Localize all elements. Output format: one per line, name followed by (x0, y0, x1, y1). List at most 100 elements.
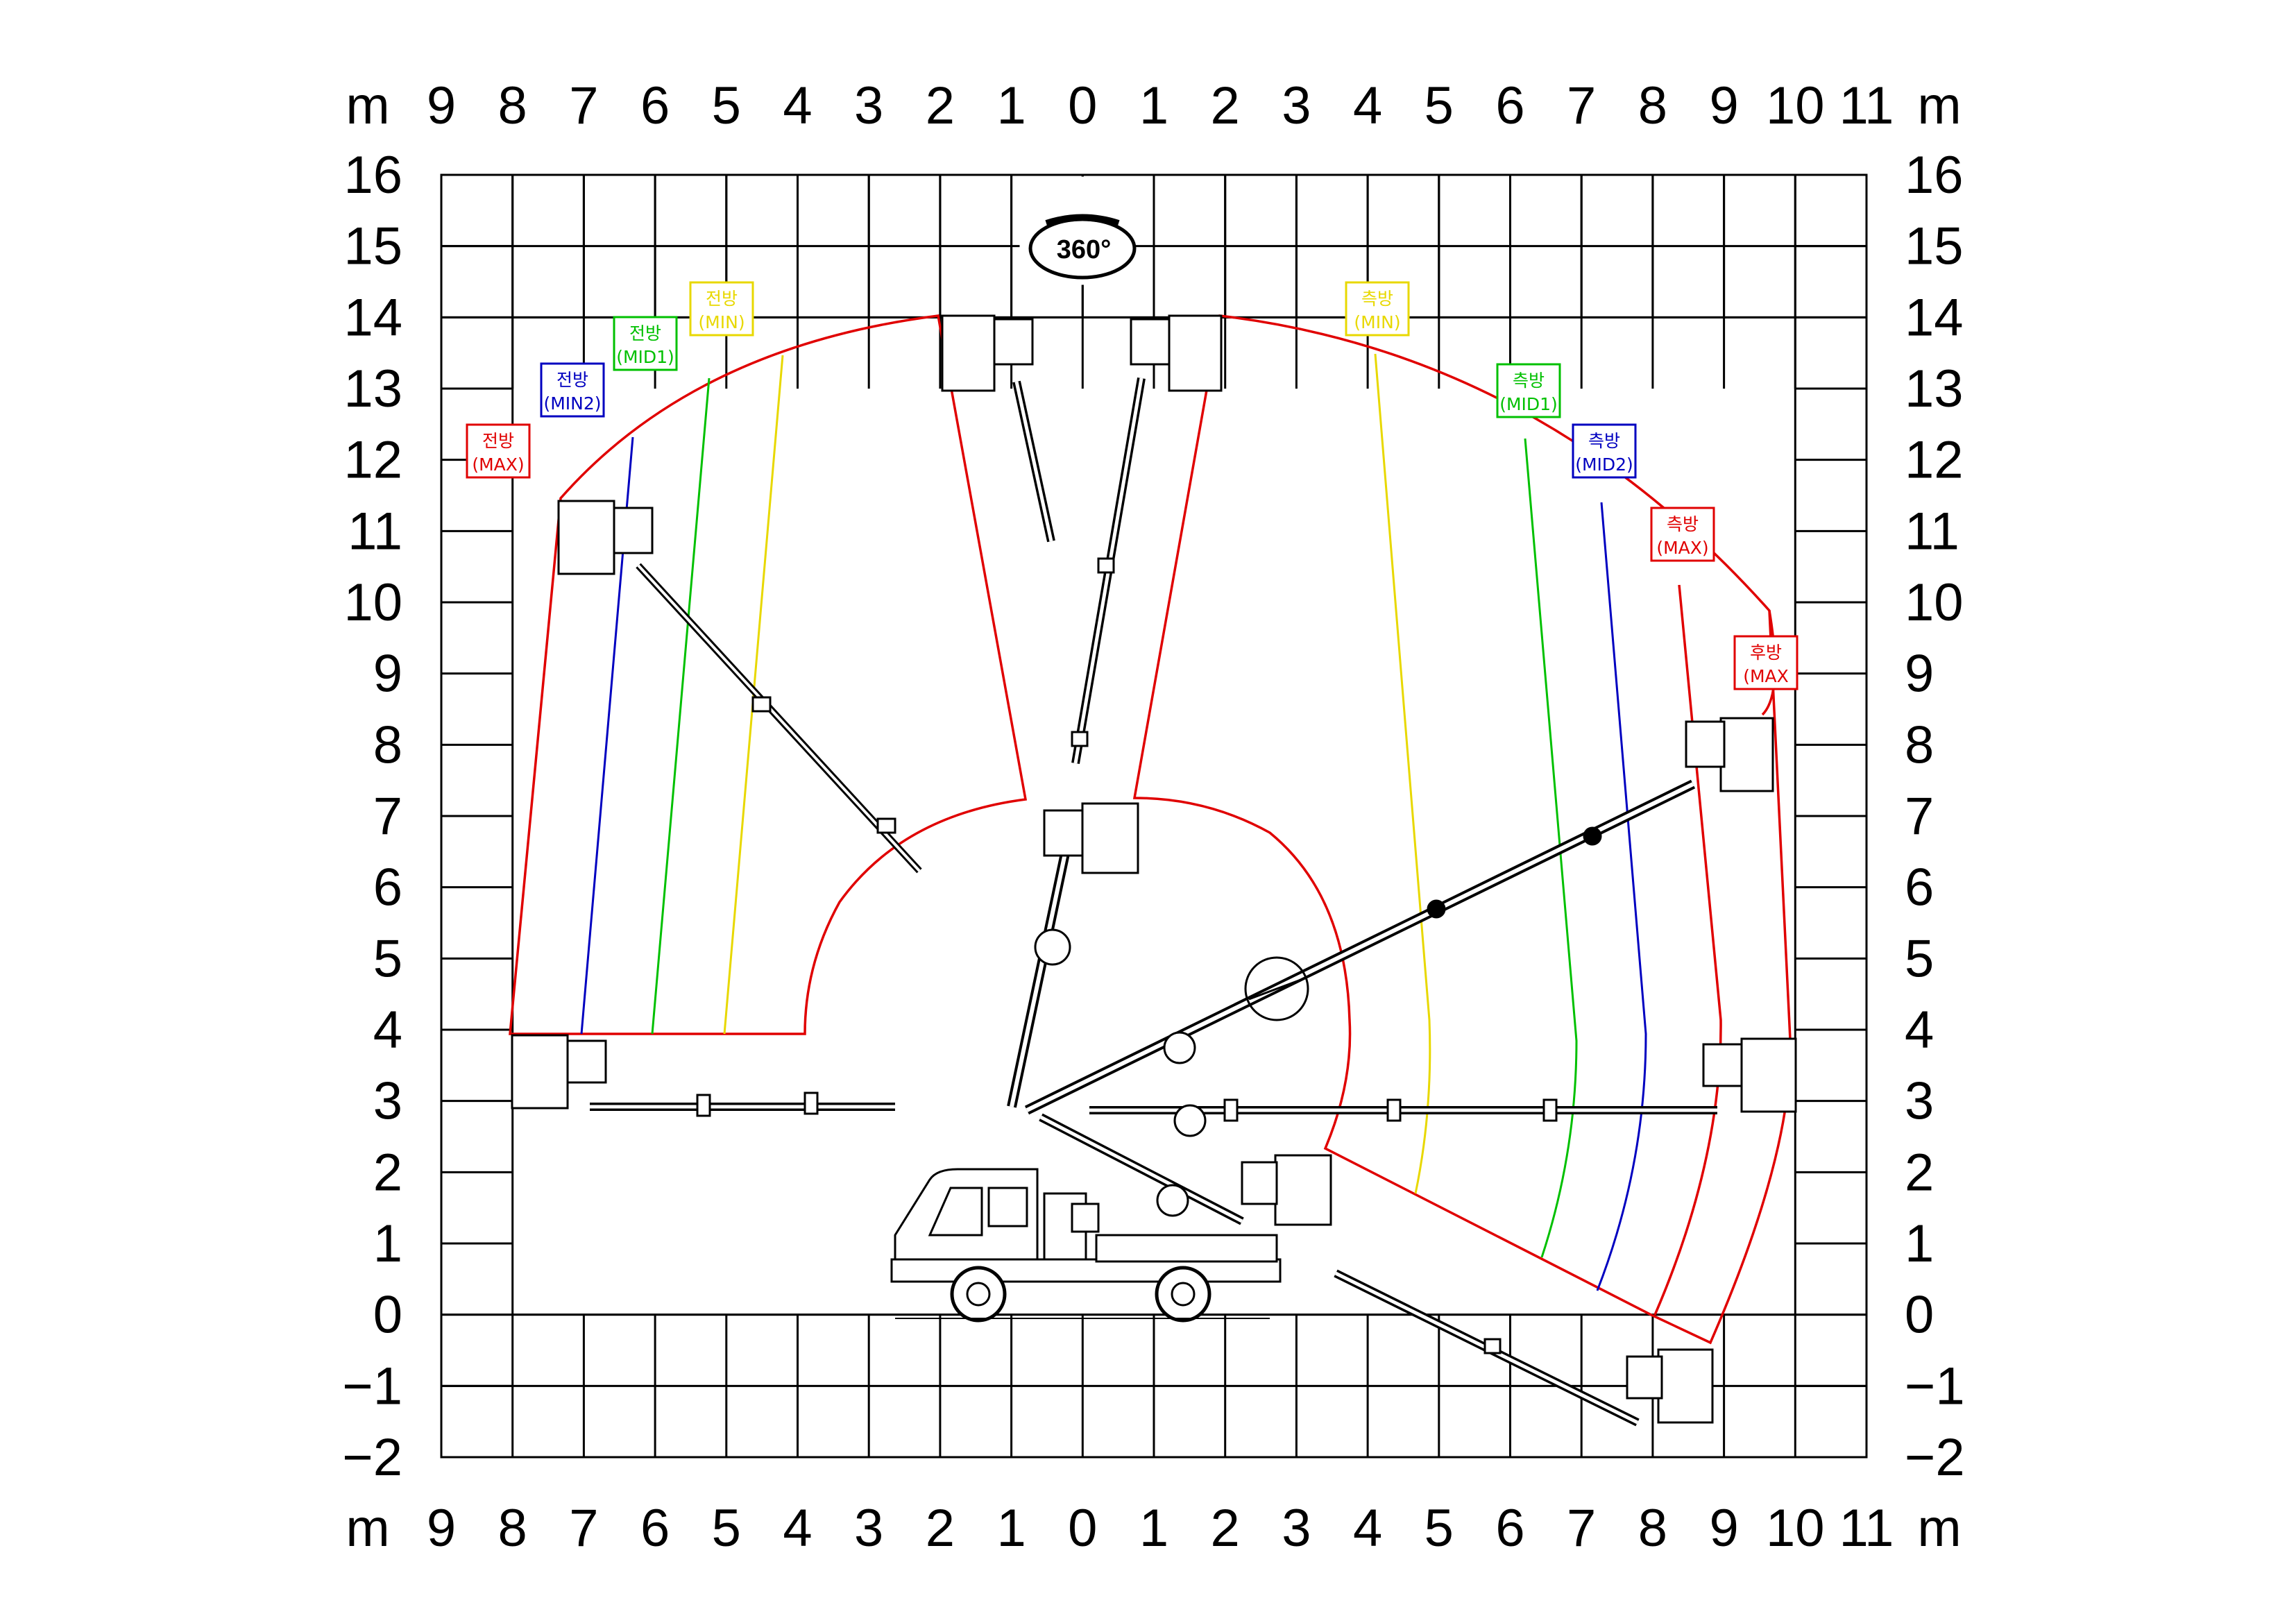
axis-tick-label: 9 (427, 1499, 456, 1558)
axis-tick-label: 2 (1905, 1143, 1934, 1202)
axis-tick-label: 8 (1638, 1499, 1667, 1558)
axis-tick-label: 12 (343, 431, 402, 490)
axis-tick-label: 6 (640, 76, 670, 135)
axis-tick-label: 8 (498, 1499, 527, 1558)
axis-tick-label: 8 (498, 76, 527, 135)
zone-label-line1: 전방 (629, 323, 661, 343)
axis-tick-label: 1 (1905, 1214, 1934, 1273)
axis-tick-label: 9 (427, 76, 456, 135)
axis-tick-label: 0 (1068, 76, 1097, 135)
axis-tick-label: 16 (343, 146, 402, 205)
truck-side-window (987, 1187, 1028, 1227)
axis-tick-label: 2 (926, 1499, 955, 1558)
axis-tick-label: 6 (640, 1499, 670, 1558)
axis-tick-label: 4 (1353, 1499, 1382, 1558)
axis-unit-bottom-right: m (1917, 1499, 1961, 1558)
zone-label-line1: 전방 (706, 289, 738, 309)
axis-tick-label: 7 (1567, 76, 1596, 135)
axis-tick-label: 4 (783, 76, 812, 135)
axis-tick-label: 11 (1839, 76, 1894, 135)
zone-label-line1: 측방 (1667, 514, 1699, 534)
rotation-badge: 360° (1019, 176, 1137, 285)
axis-tick-label: 11 (1905, 502, 1959, 561)
axis-tick-label: 0 (1068, 1499, 1097, 1558)
boom-down-right (1334, 1269, 1714, 1427)
axis-tick-label: 11 (1839, 1499, 1894, 1558)
zone-label-line2: (MAX (1743, 666, 1789, 686)
axis-tick-label: 3 (1282, 76, 1311, 135)
rotation-badge-text: 360° (1057, 235, 1112, 264)
boom-front-upper (557, 500, 922, 874)
axis-tick-label: −1 (342, 1357, 402, 1416)
zone-label-line2: (MIN) (1354, 312, 1400, 332)
axis-unit-bottom-left: m (346, 1499, 389, 1558)
boom-top-right (1071, 314, 1223, 765)
axis-tick-label: 6 (1495, 1499, 1524, 1558)
axis-tick-label: 3 (373, 1072, 402, 1131)
truck-bed (1095, 1234, 1278, 1263)
axis-tick-label: 9 (1905, 645, 1934, 704)
zone-label-line2: (MID2) (1575, 454, 1633, 475)
axis-unit-top-right: m (1917, 76, 1961, 135)
envelope-mid1 (651, 377, 1578, 1258)
zone-label-line2: (MID1) (616, 347, 674, 367)
axis-tick-label: 10 (1766, 76, 1825, 135)
zone-label-side-min: 측방 (MIN) (1345, 281, 1410, 337)
axis-tick-label: 7 (1905, 787, 1934, 846)
axis-tick-label: 7 (569, 1499, 598, 1558)
zone-label-line1: 측방 (1588, 431, 1620, 451)
boom-front-low (511, 1034, 895, 1117)
axis-tick-label: 13 (1905, 359, 1964, 418)
axis-tick-label: 4 (1353, 76, 1382, 135)
axis-tick-label: 5 (712, 1499, 741, 1558)
axis-tick-label: 14 (1905, 288, 1964, 347)
axis-tick-label: 15 (1905, 217, 1964, 276)
axis-tick-label: 1 (373, 1214, 402, 1273)
zone-label-rear-max: 후방(MAX (1733, 635, 1798, 690)
axis-tick-label: 11 (348, 502, 402, 561)
boom-diagonal-right (1024, 717, 1774, 1115)
axis-tick-label: 10 (1905, 573, 1964, 632)
zone-label-side-mid2: 측방 (MID2) (1572, 423, 1637, 479)
axis-tick-label: 3 (1905, 1072, 1934, 1131)
axis-tick-label: 12 (1905, 431, 1964, 490)
axis-tick-label: 7 (569, 76, 598, 135)
boom-short-right (1039, 1113, 1332, 1226)
grid (440, 173, 1868, 1459)
zone-labels: 전방(MAX)전방(MIN2)전방(MID1)전방(MIN)측방(MIN)측방(… (466, 281, 1798, 690)
truck (890, 1168, 1282, 1323)
zone-label-line1: 전방 (482, 431, 514, 451)
axis-tick-label: 8 (1638, 76, 1667, 135)
axis-tick-label: 5 (1905, 929, 1934, 988)
boom-positions (511, 314, 1797, 1427)
axis-tick-label: 9 (1709, 76, 1738, 135)
axis-tick-label: 2 (1211, 76, 1240, 135)
axis-tick-label: 1 (1139, 1499, 1168, 1558)
zone-label-line2: (MID1) (1499, 394, 1558, 414)
zone-label-front-min: 전방(MIN) (689, 281, 754, 337)
zone-label-front-mid1: 전방 (MID1) (613, 316, 678, 371)
axis-tick-label: 6 (1905, 858, 1934, 917)
axis-tick-label: 5 (373, 929, 402, 988)
axis-tick-label: 0 (1905, 1286, 1934, 1345)
zone-label-line1: 측방 (1361, 289, 1393, 309)
axis-tick-label: 9 (1709, 1499, 1738, 1558)
axis-tick-label: 6 (1495, 76, 1524, 135)
axis-tick-label: 10 (343, 573, 402, 632)
axis-tick-label: 5 (1425, 1499, 1454, 1558)
zone-label-line2: (MAX) (1656, 538, 1708, 558)
axis-tick-label: 9 (373, 645, 402, 704)
zone-label-front-max: 전방(MAX) (466, 423, 531, 479)
axis-tick-label: 2 (373, 1143, 402, 1202)
truck-frame (890, 1258, 1282, 1283)
axis-tick-label: 2 (1211, 1499, 1240, 1558)
axis-tick-label: 3 (854, 1499, 883, 1558)
axis-tick-label: 2 (926, 76, 955, 135)
boom-top-left (941, 314, 1055, 543)
zone-label-front-min2: 전방(MIN2) (540, 362, 605, 418)
zone-label-line1: 측방 (1513, 371, 1545, 391)
